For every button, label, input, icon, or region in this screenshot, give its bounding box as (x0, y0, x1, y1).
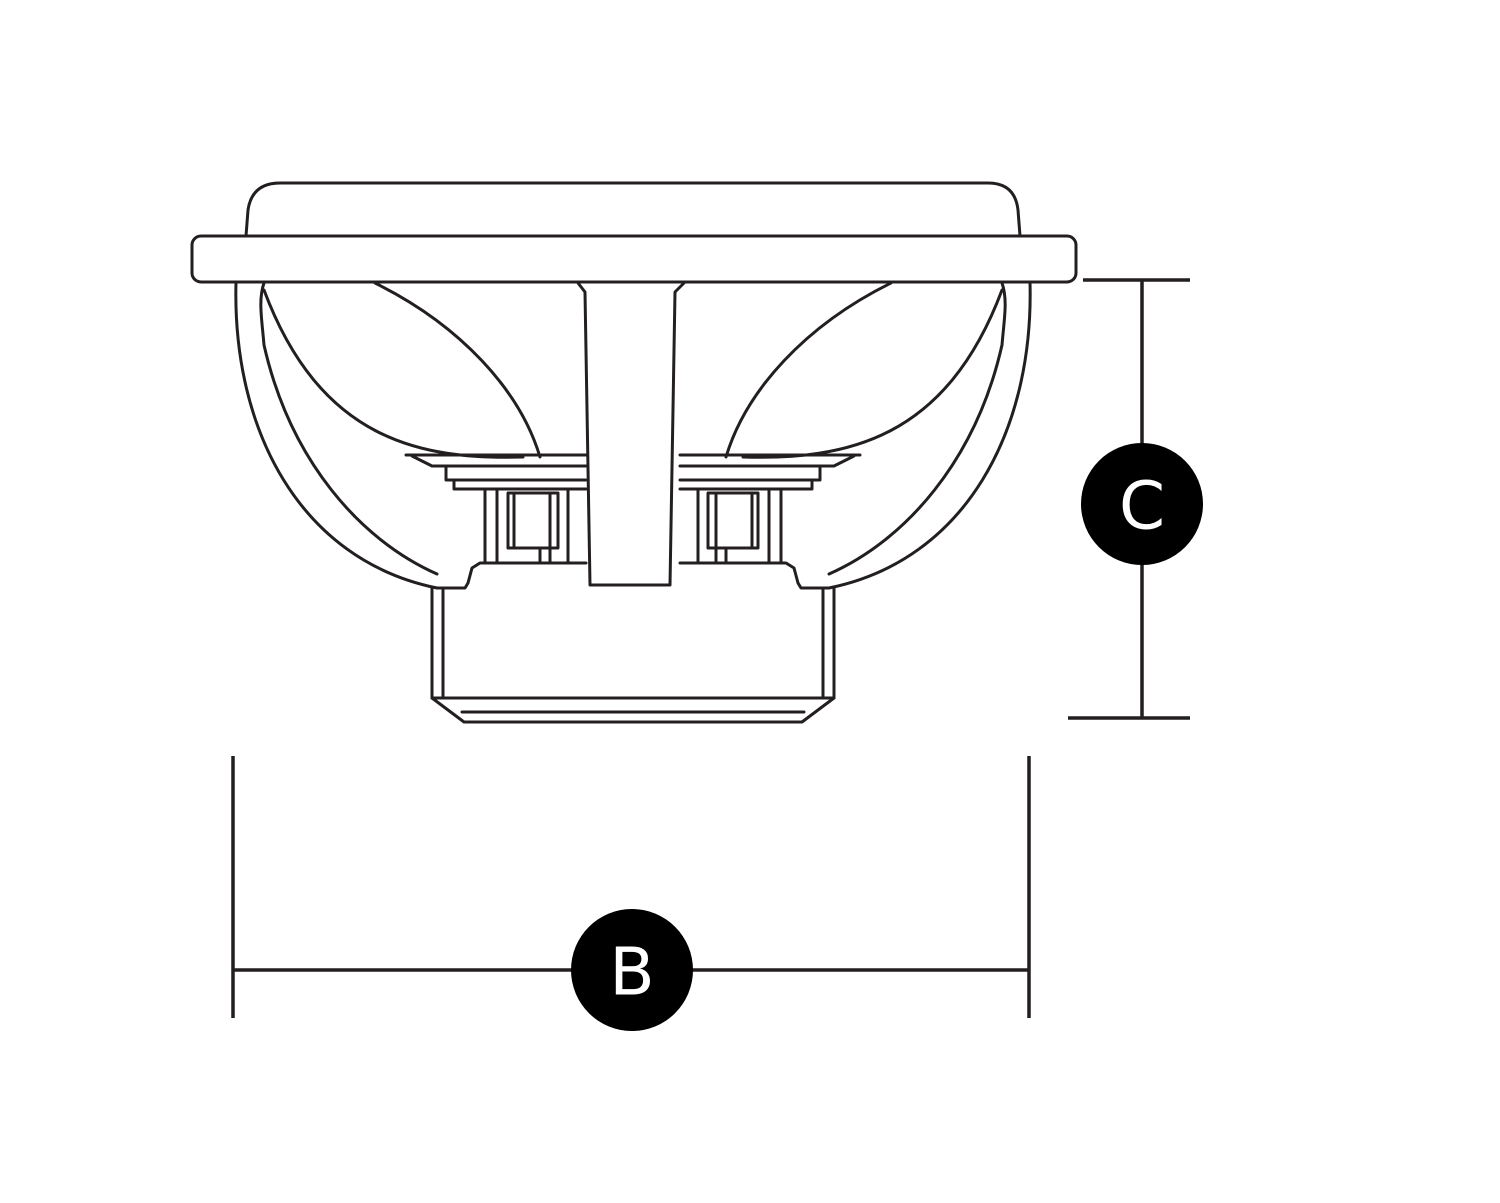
terminal-right (696, 487, 783, 564)
dimension-c-label: C (1119, 468, 1165, 545)
magnet-body (430, 586, 836, 700)
top-plate-upper (410, 454, 856, 468)
basket-arm-right (724, 281, 893, 459)
top-plate-step (444, 464, 822, 482)
magnet-ledge (435, 561, 831, 590)
dimension-c: C (1068, 278, 1203, 720)
basket-spoke-left (262, 288, 525, 459)
basket-arm-left (373, 281, 542, 459)
speaker-top-cap (244, 181, 1022, 238)
back-plate (430, 696, 836, 724)
dimension-b-badge (571, 909, 693, 1031)
basket-inner-left (259, 281, 439, 576)
basket-spoke-right (741, 288, 1004, 459)
basket-outer-left (234, 280, 439, 590)
terminal-left (483, 487, 570, 564)
front-spoke (576, 281, 686, 587)
dimension-b: B (231, 756, 1031, 1031)
dimension-c-badge (1081, 443, 1203, 565)
speaker-side-view (190, 181, 1078, 724)
speaker-flange (190, 234, 1078, 284)
dimension-b-label: B (609, 934, 654, 1011)
basket-outer-right (827, 280, 1032, 590)
top-plate-lower (452, 478, 814, 491)
basket-inner-right (827, 281, 1007, 576)
